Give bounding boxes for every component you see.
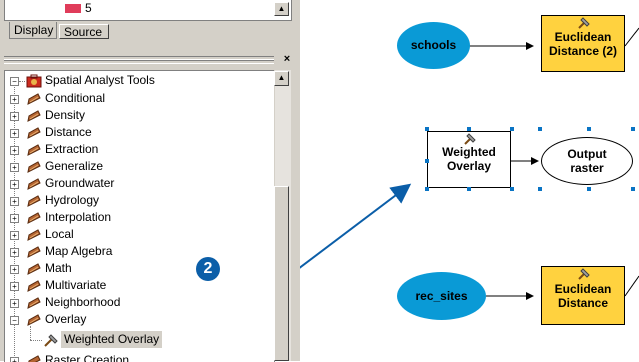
expand-icon[interactable]: + bbox=[10, 357, 19, 362]
toolset-interpolation[interactable]: Interpolation bbox=[45, 210, 112, 224]
selection-handle[interactable] bbox=[587, 187, 591, 191]
toolset-icon bbox=[27, 314, 41, 326]
hammer-icon bbox=[578, 268, 590, 280]
output-raster-ellipse[interactable]: Output raster bbox=[541, 137, 633, 185]
legend-label: 5 bbox=[85, 1, 92, 15]
toolset-icon bbox=[27, 93, 41, 105]
expand-icon[interactable]: + bbox=[10, 180, 19, 189]
expand-icon[interactable]: + bbox=[10, 231, 19, 240]
selection-handle[interactable] bbox=[631, 187, 635, 191]
pointer-line bbox=[300, 183, 412, 269]
toolset-density[interactable]: Density bbox=[45, 108, 86, 122]
selection-handle[interactable] bbox=[631, 127, 635, 131]
toolbox-tree: − Spatial Analyst Tools + Conditional + Den… bbox=[4, 70, 275, 362]
toolset-icon bbox=[27, 161, 41, 173]
hammer-tool-icon bbox=[44, 334, 58, 347]
expand-icon[interactable]: + bbox=[10, 112, 19, 121]
rec-sites-data-ellipse[interactable]: rec_sites bbox=[397, 272, 486, 320]
toolset-icon bbox=[27, 297, 41, 309]
toolset-local[interactable]: Local bbox=[45, 227, 74, 241]
selection-handle[interactable] bbox=[510, 187, 514, 191]
toolset-hydrology[interactable]: Hydrology bbox=[45, 193, 100, 207]
selection-handle[interactable] bbox=[425, 127, 429, 131]
selection-handle[interactable] bbox=[538, 187, 542, 191]
tree-connector bbox=[30, 326, 31, 340]
tree-scroll-up-button[interactable]: ▲ bbox=[274, 71, 289, 86]
euclidean-distance-2-tool[interactable]: Euclidean Distance (2) bbox=[541, 15, 625, 72]
toolset-icon bbox=[27, 110, 41, 122]
collapse-icon[interactable]: − bbox=[10, 316, 19, 325]
toolset-icon bbox=[27, 280, 41, 292]
euclid2-line1: Euclidean bbox=[554, 30, 612, 44]
euclid-line2: Distance bbox=[557, 296, 609, 310]
toolset-groundwater[interactable]: Groundwater bbox=[45, 176, 115, 190]
expand-icon[interactable]: + bbox=[10, 265, 19, 274]
toolbox-icon bbox=[26, 74, 42, 88]
tab-display[interactable]: Display bbox=[9, 22, 57, 39]
toolset-conditional[interactable]: Conditional bbox=[45, 91, 106, 105]
toc-scroll-up-button[interactable]: ▲ bbox=[274, 2, 289, 16]
expand-icon[interactable]: + bbox=[10, 299, 19, 308]
selection-handle[interactable] bbox=[467, 187, 471, 191]
toolset-overlay[interactable]: Overlay bbox=[45, 312, 87, 326]
step-callout-badge: 2 bbox=[196, 257, 220, 281]
toolset-icon bbox=[27, 263, 41, 275]
model-connectors bbox=[300, 27, 639, 300]
weighted-line1: Weighted bbox=[442, 145, 496, 159]
euclidean-distance-tool[interactable]: Euclidean Distance bbox=[541, 266, 625, 325]
expand-icon[interactable]: + bbox=[10, 214, 19, 223]
euclid2-line2: Distance (2) bbox=[548, 44, 618, 58]
selection-handle[interactable] bbox=[425, 187, 429, 191]
weighted-overlay-tool[interactable]: Weighted Overlay bbox=[427, 131, 511, 188]
connector-euclid-out bbox=[624, 27, 639, 47]
window-grip-2 bbox=[4, 60, 274, 64]
schools-data-ellipse[interactable]: schools bbox=[397, 22, 470, 69]
toolset-map-algebra[interactable]: Map Algebra bbox=[45, 244, 113, 258]
window-grip[interactable] bbox=[4, 56, 274, 60]
hammer-icon bbox=[578, 17, 590, 29]
toolset-icon bbox=[27, 246, 41, 258]
toolbox-root[interactable]: Spatial Analyst Tools bbox=[45, 73, 155, 87]
selection-handle[interactable] bbox=[538, 127, 542, 131]
legend-swatch bbox=[65, 4, 81, 13]
toolset-icon bbox=[27, 144, 41, 156]
toolset-math[interactable]: Math bbox=[45, 261, 72, 275]
toolset-icon bbox=[27, 195, 41, 207]
toolset-icon bbox=[27, 127, 41, 139]
tree-connector bbox=[19, 81, 25, 82]
selection-handle[interactable] bbox=[467, 127, 471, 131]
euclid-line1: Euclidean bbox=[554, 282, 612, 296]
close-panel-icon[interactable]: × bbox=[283, 53, 291, 65]
selection-handle[interactable] bbox=[587, 127, 591, 131]
expand-icon[interactable]: + bbox=[10, 163, 19, 172]
toolset-generalize[interactable]: Generalize bbox=[45, 159, 104, 173]
tree-scroll-thumb[interactable] bbox=[274, 186, 289, 361]
output-line2: raster bbox=[570, 161, 604, 175]
expand-icon[interactable]: + bbox=[10, 282, 19, 291]
toolset-icon bbox=[27, 229, 41, 241]
toolset-raster-creation[interactable]: Raster Creation bbox=[45, 353, 130, 362]
selection-handle[interactable] bbox=[510, 127, 514, 131]
toolset-neighborhood[interactable]: Neighborhood bbox=[45, 295, 121, 309]
expand-icon[interactable]: + bbox=[10, 95, 19, 104]
tree-connector bbox=[14, 85, 15, 362]
toolset-multivariate[interactable]: Multivariate bbox=[45, 278, 107, 292]
tool-weighted-overlay[interactable]: Weighted Overlay bbox=[61, 331, 163, 348]
output-line1: Output bbox=[567, 147, 607, 161]
toolset-distance[interactable]: Distance bbox=[45, 125, 92, 139]
weighted-line2: Overlay bbox=[446, 159, 492, 173]
expand-icon[interactable]: + bbox=[10, 197, 19, 206]
toolset-icon bbox=[27, 178, 41, 190]
tab-source[interactable]: Source bbox=[59, 24, 109, 39]
expand-icon[interactable]: + bbox=[10, 129, 19, 138]
expand-icon[interactable]: + bbox=[10, 146, 19, 155]
expand-icon[interactable]: + bbox=[10, 248, 19, 257]
selection-handle[interactable] bbox=[425, 159, 429, 163]
connector-euclid2-out bbox=[624, 275, 639, 297]
hammer-icon bbox=[464, 133, 476, 145]
table-of-contents: 5 bbox=[4, 0, 292, 21]
toolset-extraction[interactable]: Extraction bbox=[45, 142, 99, 156]
tree-connector bbox=[30, 340, 42, 341]
toolset-icon bbox=[27, 212, 41, 224]
